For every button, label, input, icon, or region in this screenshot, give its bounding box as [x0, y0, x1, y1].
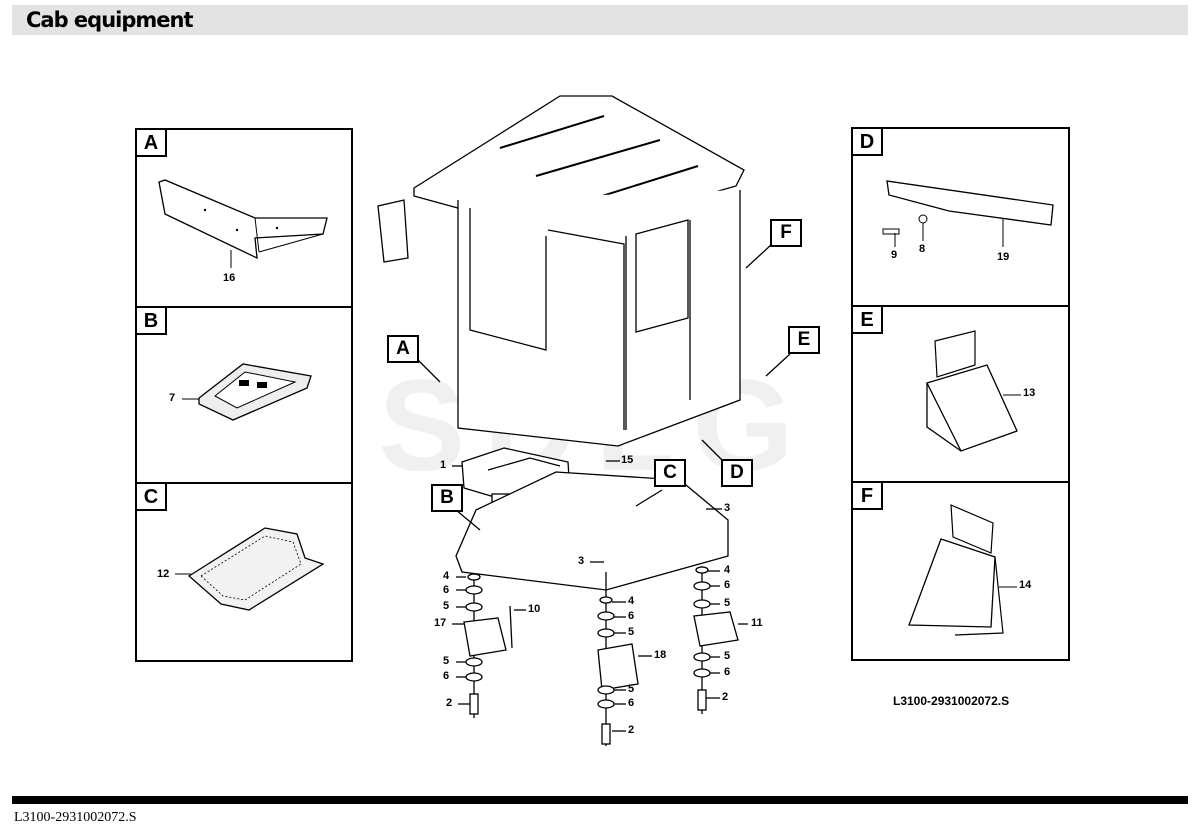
part-number-13: 13	[1023, 387, 1036, 399]
detail-column-right: D 9 8 19 E 13 F 14	[851, 127, 1070, 661]
callout-e: E	[788, 326, 820, 354]
panel-tag-a: A	[137, 130, 167, 157]
title-bar: Cab equipment	[12, 5, 1188, 35]
detail-panel-e: E 13	[851, 305, 1070, 483]
part-number-12: 12	[157, 568, 170, 580]
callout-a: A	[387, 335, 419, 363]
part-number-1: 1	[440, 459, 447, 471]
part-number-5-right-lower: 5	[724, 650, 731, 662]
part-number-14: 14	[1019, 579, 1032, 591]
part-number-4-center: 4	[628, 595, 635, 607]
part-number-2-left: 2	[446, 697, 453, 709]
part-number-6-right-upper: 6	[724, 579, 731, 591]
part-number-3-center: 3	[578, 555, 585, 567]
part-number-18: 18	[654, 649, 667, 661]
part-number-5-left-lower: 5	[443, 655, 450, 667]
part-number-9: 9	[891, 249, 898, 261]
part-number-15: 15	[621, 454, 634, 466]
part-16-drawing	[158, 179, 328, 268]
detail-panel-c: C 12	[135, 482, 353, 662]
part-number-11: 11	[751, 617, 763, 629]
part-number-5-right-upper: 5	[724, 597, 731, 609]
panel-tag-e: E	[853, 307, 883, 334]
part-number-6-left-upper: 6	[443, 584, 450, 596]
page-title: Cab equipment	[26, 8, 193, 32]
part-number-5-center-upper: 5	[628, 626, 635, 638]
part-number-6-right-lower: 6	[724, 666, 731, 678]
callout-c: C	[654, 459, 686, 487]
footer-code: L3100-2931002072.S	[14, 810, 137, 825]
part-number-5-center-lower: 5	[628, 683, 635, 695]
drawing-code-label: L3100-2931002072.S	[893, 694, 1010, 708]
detail-panel-b: B 7	[135, 306, 353, 484]
part-number-19: 19	[997, 251, 1010, 263]
part-number-3-right: 3	[724, 502, 731, 514]
part-number-4-right: 4	[724, 564, 731, 576]
panel-tag-b: B	[137, 308, 167, 335]
part-number-6-center-lower: 6	[628, 697, 635, 709]
part-number-2-right: 2	[722, 691, 729, 703]
detail-panel-a: A 16	[135, 128, 353, 308]
part-number-4-left: 4	[443, 570, 450, 582]
part-number-5-left-upper: 5	[443, 600, 450, 612]
detail-panel-f: F 14	[851, 481, 1070, 661]
detail-column-left: A 16 B 7 C 12	[135, 128, 353, 662]
callout-d: D	[721, 459, 753, 487]
part-number-7: 7	[169, 392, 176, 404]
part-13-drawing	[926, 330, 1021, 452]
panel-tag-f: F	[853, 483, 883, 510]
callout-b: B	[431, 484, 463, 512]
part-7-drawing	[182, 363, 312, 421]
part-number-16: 16	[223, 272, 236, 284]
part-number-6-left-lower: 6	[443, 670, 450, 682]
part-12-drawing	[175, 527, 325, 611]
footer-divider	[12, 796, 1188, 804]
panel-tag-c: C	[137, 484, 167, 511]
part-number-2-center: 2	[628, 724, 635, 736]
part-number-8: 8	[919, 243, 926, 255]
part-19-drawing	[882, 180, 1054, 247]
panel-tag-d: D	[853, 129, 883, 156]
detail-panel-d: D 9 8 19	[851, 127, 1070, 307]
part-number-10: 10	[528, 603, 541, 615]
callout-f: F	[770, 219, 802, 247]
part-number-6-center-upper: 6	[628, 610, 635, 622]
part-14-drawing	[908, 504, 1017, 636]
part-number-17: 17	[434, 617, 447, 629]
